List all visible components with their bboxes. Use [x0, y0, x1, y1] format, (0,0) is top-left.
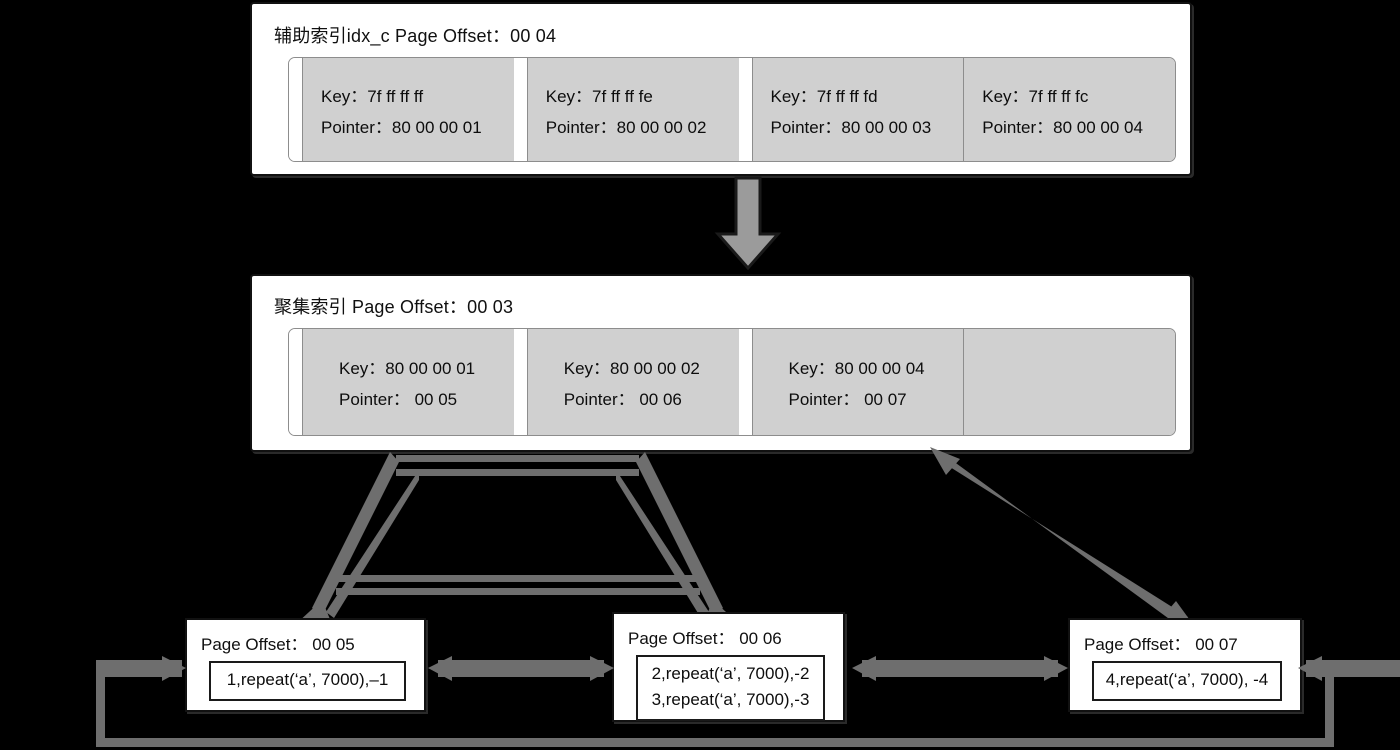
- leaf-page-records: 1,repeat(‘a’, 7000),–1: [209, 661, 406, 701]
- clustered-index-title: 聚集索引 Page Offset：00 03: [274, 297, 514, 317]
- slot-pointer: Pointer：80 00 00 04: [982, 117, 1143, 137]
- leaf-page-00-06: Page Offset： 00 06 2,repeat(‘a’, 7000),-…: [612, 612, 845, 722]
- slot-pointer: Pointer：80 00 00 01: [321, 117, 482, 137]
- secondary-index-page: 辅助索引idx_c Page Offset：00 04 Key：7f ff ff…: [250, 2, 1192, 176]
- slot-pointer: Pointer：80 00 00 02: [545, 117, 707, 137]
- record-row: 2,repeat(‘a’, 7000),-2: [651, 664, 810, 683]
- clustered-to-leaf-trapezoid-arrows: [296, 452, 739, 624]
- record-row: 1,repeat(‘a’, 7000),–1: [226, 670, 389, 689]
- slot-key: Key：7f ff ff fe: [545, 86, 653, 106]
- slot-key: Key：7f ff ff fc: [982, 86, 1089, 106]
- leaf-page-records: 2,repeat(‘a’, 7000),-2 3,repeat(‘a’, 700…: [636, 655, 825, 721]
- secondary-index-slot-0[interactable]: Key：7f ff ff ff Pointer：80 00 00 01: [302, 58, 514, 161]
- secondary-index-slot-3[interactable]: Key：7f ff ff fc Pointer：80 00 00 04: [963, 58, 1175, 161]
- secondary-to-clustered-arrow: [714, 176, 782, 271]
- leaf-page-00-07: Page Offset： 00 07 4,repeat(‘a’, 7000), …: [1068, 618, 1302, 712]
- slot-divider-gap: [738, 329, 752, 435]
- slot-row-leading-gap: [289, 329, 302, 435]
- leaf-page-title: Page Offset： 00 06: [628, 629, 782, 648]
- secondary-index-slot-2[interactable]: Key：7f ff ff fd Pointer：80 00 00 03: [751, 58, 964, 161]
- clustered-to-leaf07-arrow: [930, 447, 1192, 623]
- leaf-page-title: Page Offset： 00 05: [201, 635, 355, 654]
- slot-key: Key：80 00 00 01: [339, 359, 476, 378]
- slot-key: Key：7f ff ff ff: [321, 86, 424, 106]
- secondary-index-slot-row: Key：7f ff ff ff Pointer：80 00 00 01 Key：…: [288, 57, 1176, 162]
- slot-pointer: Pointer：80 00 00 03: [770, 117, 932, 137]
- slot-key: Key：80 00 00 02: [563, 359, 700, 378]
- clustered-index-slot-3-empty[interactable]: [963, 329, 1175, 435]
- clustered-index-slot-0[interactable]: Key：80 00 00 01 Pointer： 00 05: [302, 329, 514, 435]
- slot-pointer: Pointer： 00 06: [563, 390, 682, 409]
- slot-key: Key：80 00 00 04: [788, 359, 925, 378]
- clustered-index-slot-1[interactable]: Key：80 00 00 02 Pointer： 00 06: [526, 329, 739, 435]
- leaf-linked-list-connectors: [96, 656, 1400, 747]
- secondary-index-title: 辅助索引idx_c Page Offset：00 04: [274, 26, 557, 46]
- leaf-page-00-05: Page Offset： 00 05 1,repeat(‘a’, 7000),–…: [185, 618, 426, 712]
- leaf-page-title: Page Offset： 00 07: [1084, 635, 1238, 654]
- clustered-index-page: 聚集索引 Page Offset：00 03 Key：80 00 00 01 P…: [250, 274, 1192, 452]
- record-row: 3,repeat(‘a’, 7000),-3: [651, 690, 810, 709]
- clustered-index-slot-row: Key：80 00 00 01 Pointer： 00 05 Key：80 00…: [288, 328, 1176, 436]
- slot-divider-gap: [738, 58, 752, 161]
- slot-divider-gap: [513, 329, 527, 435]
- slot-pointer: Pointer： 00 05: [339, 390, 458, 409]
- slot-pointer: Pointer： 00 07: [788, 390, 907, 409]
- clustered-index-slot-2[interactable]: Key：80 00 00 04 Pointer： 00 07: [751, 329, 964, 435]
- slot-key: Key：7f ff ff fd: [770, 86, 878, 106]
- leaf-page-records: 4,repeat(‘a’, 7000), -4: [1092, 661, 1282, 701]
- record-row: 4,repeat(‘a’, 7000), -4: [1105, 670, 1269, 689]
- secondary-index-slot-1[interactable]: Key：7f ff ff fe Pointer：80 00 00 02: [526, 58, 739, 161]
- slot-divider-gap: [513, 58, 527, 161]
- slot-row-leading-gap: [289, 58, 302, 161]
